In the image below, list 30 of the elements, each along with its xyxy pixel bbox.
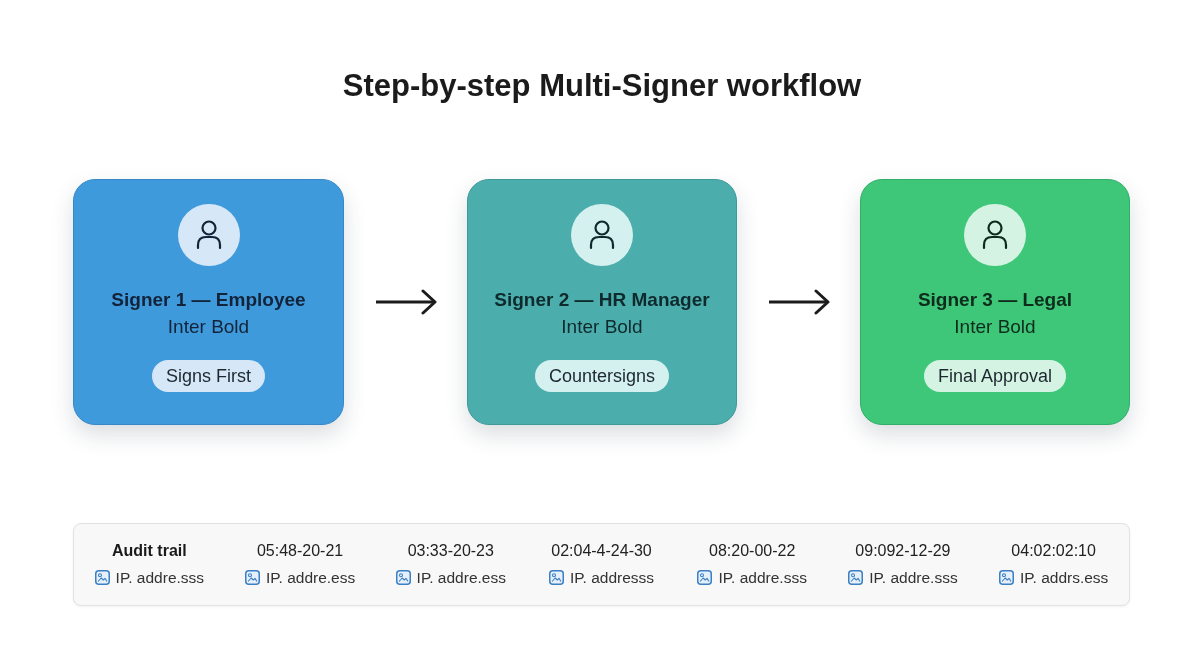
font-label: Inter Bold xyxy=(561,315,643,339)
step-badge: Signs First xyxy=(152,360,265,392)
step-badge: Final Approval xyxy=(923,360,1067,392)
timestamp: 02:04-4-24-30 xyxy=(551,541,652,560)
signer-card xyxy=(467,179,737,425)
signer-name: Signer 2 — HR Manager xyxy=(494,288,710,312)
signer-name: Signer 3 — Legal xyxy=(917,288,1073,312)
diagram-title: Step-by-step Multi-Signer workflow xyxy=(342,68,862,104)
signer-card xyxy=(73,179,344,425)
signer-card xyxy=(860,179,1130,425)
timestamp: 05:48-20-21 xyxy=(256,541,344,560)
ip-address-text: IP. addre.ess xyxy=(416,568,506,587)
ip-address-text: IP. addre.sss xyxy=(115,568,205,587)
step-badge: Countersigns xyxy=(534,360,670,392)
arrow xyxy=(769,289,830,315)
ip-address-text: IP. addrs.ess xyxy=(1019,568,1109,587)
arrow xyxy=(376,289,437,315)
audit-trail-panel xyxy=(73,523,1130,606)
ip-address-text: IP. addre.sss xyxy=(718,568,807,587)
signer-name: Signer 1 — Employee xyxy=(111,288,306,312)
font-label: Inter Bold xyxy=(954,315,1036,339)
timestamp: 08:20-00-22 xyxy=(709,541,796,560)
font-label: Inter Bold xyxy=(167,315,250,339)
ip-address-text: IP. addre.ess xyxy=(265,568,356,587)
panel-heading: Audit trail xyxy=(112,541,187,560)
timestamp: 09:092-12-29 xyxy=(855,541,951,560)
ip-address-text: IP. addresss xyxy=(569,568,655,587)
ip-address-text: IP. addre.sss xyxy=(869,568,958,587)
timestamp: 04:02:02:10 xyxy=(1011,541,1096,560)
timestamp: 03:33-20-23 xyxy=(407,541,494,560)
